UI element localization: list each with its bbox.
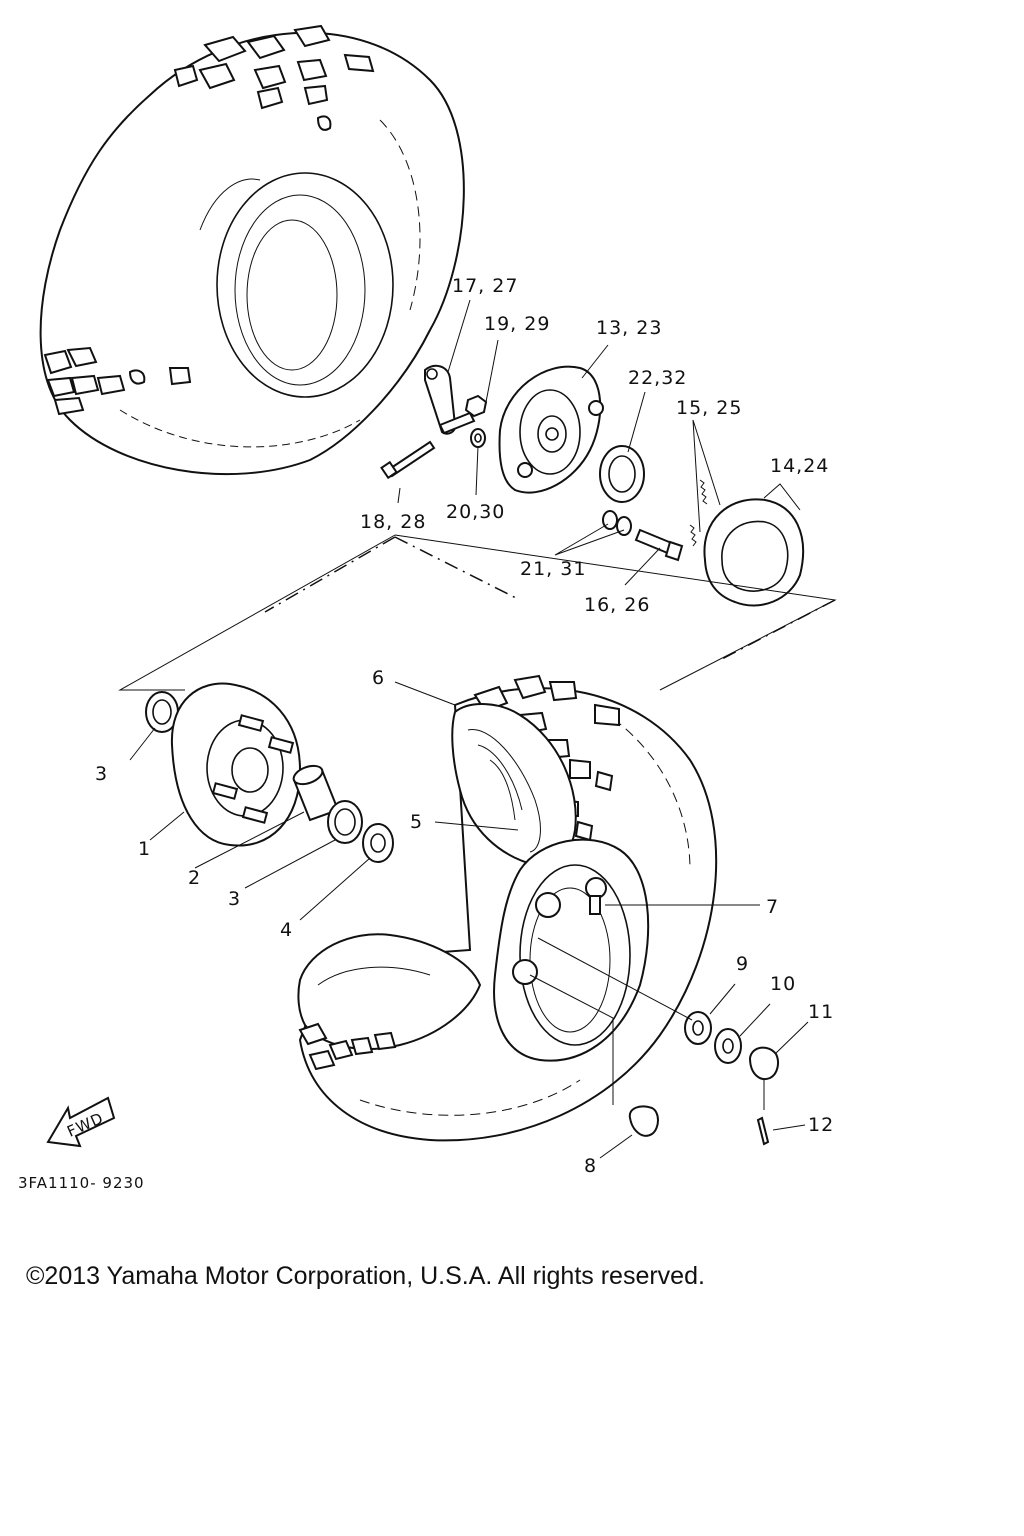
callout-5: 5	[410, 811, 423, 833]
callout-12: 12	[808, 1114, 834, 1136]
oil-seal-22	[599, 445, 645, 503]
callout-21-31: 21, 31	[520, 558, 586, 580]
leader-lines	[129, 299, 809, 1159]
callout-10: 10	[770, 973, 796, 995]
callout-14-24: 14,24	[770, 455, 829, 477]
washer-20	[470, 428, 486, 448]
callout-7: 7	[766, 896, 779, 918]
fwd-arrow-icon: FWD	[46, 1096, 116, 1148]
lower-tire-cutaway-bottom	[297, 933, 482, 1071]
washers-21	[602, 510, 632, 536]
callout-9: 9	[736, 953, 749, 975]
lever-bolt	[380, 440, 436, 480]
wheel-rim-5	[493, 838, 650, 1062]
valve-cap-8	[628, 1105, 659, 1137]
callout-3-upper: 3	[95, 763, 108, 785]
bearing-3-lower	[327, 800, 363, 844]
callout-1: 1	[138, 838, 151, 860]
washer-10	[714, 1028, 742, 1064]
callout-18-28: 18, 28	[360, 511, 426, 533]
part-code: 3FA1110- 9230	[18, 1174, 145, 1192]
callout-labels: 17, 27 19, 29 13, 23 22,32 15, 25 14,24 …	[95, 275, 834, 1177]
callout-6: 6	[372, 667, 385, 689]
return-springs-15	[689, 479, 708, 547]
valve-stem-7	[585, 877, 607, 915]
callout-16-26: 16, 26	[584, 594, 650, 616]
copyright-notice: ©2013 Yamaha Motor Corporation, U.S.A. A…	[26, 1262, 705, 1290]
callout-11: 11	[808, 1001, 834, 1023]
castle-nut-11	[748, 1046, 779, 1080]
callout-2: 2	[188, 867, 201, 889]
callout-22-32: 22,32	[628, 367, 687, 389]
brake-shoe-plate	[498, 365, 604, 494]
callout-4: 4	[280, 919, 293, 941]
callout-8: 8	[584, 1155, 597, 1177]
brake-shoes-14	[703, 498, 805, 607]
upper-tread-lugs	[43, 24, 375, 416]
wheel-hub-1	[170, 682, 302, 847]
callout-20-30: 20,30	[446, 501, 505, 523]
callout-3-lower: 3	[228, 888, 241, 910]
oil-seal-4	[362, 823, 394, 863]
callout-19-29: 19, 29	[484, 313, 550, 335]
callout-17-27: 17, 27	[452, 275, 518, 297]
washer-9	[684, 1011, 712, 1045]
small-nut-19	[464, 394, 488, 418]
callout-15-25: 15, 25	[676, 397, 742, 419]
cotter-pin-12	[756, 1116, 770, 1146]
callout-13-23: 13, 23	[596, 317, 662, 339]
upper-tire	[39, 24, 465, 476]
adjuster-16	[634, 528, 684, 562]
brake-camshaft-lever	[424, 364, 476, 435]
